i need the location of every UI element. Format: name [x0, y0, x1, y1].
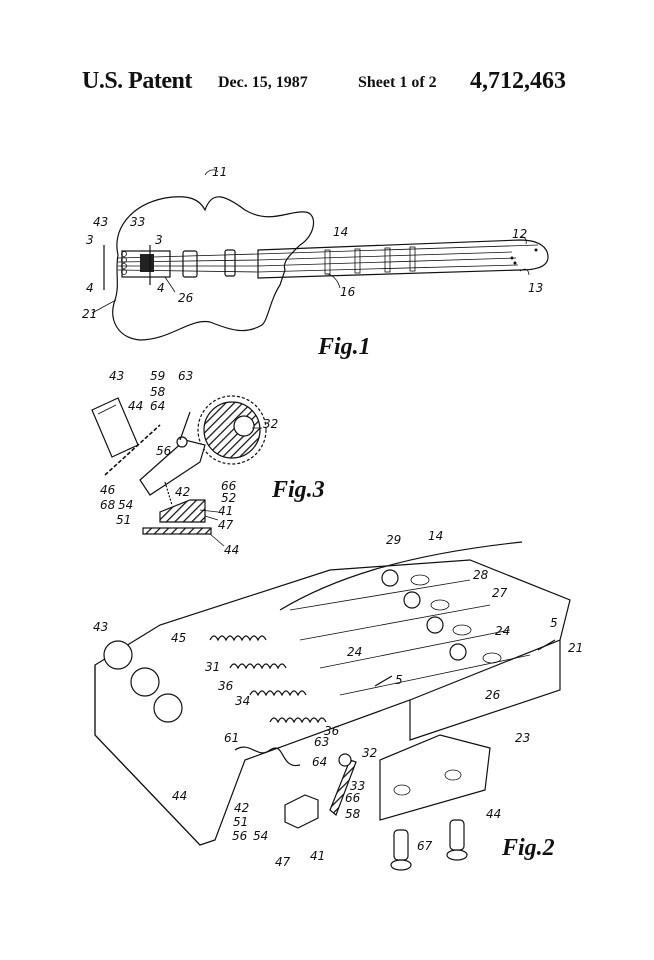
ref-label: 44 — [172, 789, 187, 803]
fig2-labels: 29 14 28 27 24 5 21 43 45 31 36 34 24 5 … — [93, 529, 583, 869]
ref-label: 27 — [492, 586, 508, 600]
ref-label: 41 — [218, 504, 233, 518]
ref-label: 42 — [234, 801, 249, 815]
ref-label: 58 — [345, 807, 361, 821]
ref-label: 32 — [263, 417, 278, 431]
ref-label: 52 — [221, 491, 236, 505]
ref-label: 42 — [175, 485, 190, 499]
ref-label: 45 — [171, 631, 186, 645]
fig3-caption: Fig.3 — [271, 477, 325, 503]
ref-label: 33 — [350, 779, 365, 793]
ref-label: 64 — [150, 399, 165, 413]
ref-label: 26 — [178, 291, 194, 305]
ref-label: 26 — [485, 688, 501, 702]
ref-label: 31 — [205, 660, 220, 674]
ref-label: 41 — [310, 849, 325, 863]
fig1-caption: Fig.1 — [317, 334, 371, 360]
fig1-labels: 11 43 33 3 3 4 4 21 26 14 16 12 13 Fig.1 — [82, 165, 543, 360]
ref-label: 43 — [93, 620, 108, 634]
ref-label: 47 — [275, 855, 291, 869]
ref-label: 56 — [156, 444, 172, 458]
ref-label: 21 — [568, 641, 583, 655]
ref-label: 11 — [212, 165, 227, 179]
ref-label: 47 — [218, 518, 234, 532]
sheet-indicator: Sheet 1 of 2 — [358, 74, 437, 91]
ref-label: 64 — [312, 755, 327, 769]
ref-label: 43 — [93, 215, 108, 229]
ref-label: 54 — [253, 829, 268, 843]
ref-label: 63 — [314, 735, 329, 749]
ref-label: 63 — [178, 369, 193, 383]
ref-label: 14 — [333, 225, 348, 239]
ref-label: 29 — [386, 533, 401, 547]
fig3-labels: 43 59 63 58 44 64 32 56 46 68 54 51 42 6… — [100, 369, 325, 557]
ref-label: 51 — [116, 513, 131, 527]
ref-label: 16 — [340, 285, 356, 299]
ref-label: 51 — [233, 815, 248, 829]
patent-date: Dec. 15, 1987 — [218, 74, 308, 91]
ref-label: 4 — [157, 281, 165, 295]
ref-label: 66 — [221, 479, 237, 493]
ref-label: 14 — [428, 529, 443, 543]
ref-label: 46 — [100, 483, 116, 497]
ref-label: 54 — [118, 498, 133, 512]
ref-label: 12 — [512, 227, 527, 241]
patent-title: U.S. Patent — [82, 68, 192, 94]
ref-label: 24 — [347, 645, 362, 659]
ref-label: 44 — [224, 543, 239, 557]
ref-label: 32 — [362, 746, 377, 760]
ref-label: 43 — [109, 369, 124, 383]
ref-label: 34 — [235, 694, 250, 708]
ref-label: 44 — [128, 399, 143, 413]
ref-label: 67 — [417, 839, 433, 853]
ref-label: 23 — [515, 731, 530, 745]
fig2-bridge — [94, 541, 571, 871]
ref-label: 13 — [528, 281, 543, 295]
ref-label: 5 — [550, 616, 558, 630]
ref-label: 24 — [495, 624, 510, 638]
ref-label: 3 — [155, 233, 163, 247]
ref-label: 36 — [324, 724, 340, 738]
patent-number: 4,712,463 — [470, 68, 566, 94]
ref-label: 44 — [486, 807, 501, 821]
ref-label: 3 — [86, 233, 94, 247]
fig2-caption: Fig.2 — [501, 835, 555, 861]
ref-label: 56 — [232, 829, 248, 843]
ref-label: 5 — [395, 673, 403, 687]
ref-label: 21 — [82, 307, 97, 321]
ref-label: 28 — [473, 568, 489, 582]
ref-label: 66 — [345, 791, 361, 805]
ref-label: 33 — [130, 215, 145, 229]
fig3-section — [91, 395, 267, 547]
ref-label: 68 — [100, 498, 116, 512]
ref-label: 36 — [218, 679, 234, 693]
ref-label: 61 — [224, 731, 239, 745]
fig1-guitar — [91, 169, 549, 341]
ref-label: 4 — [86, 281, 94, 295]
ref-label: 58 — [150, 385, 166, 399]
ref-label: 59 — [150, 369, 165, 383]
